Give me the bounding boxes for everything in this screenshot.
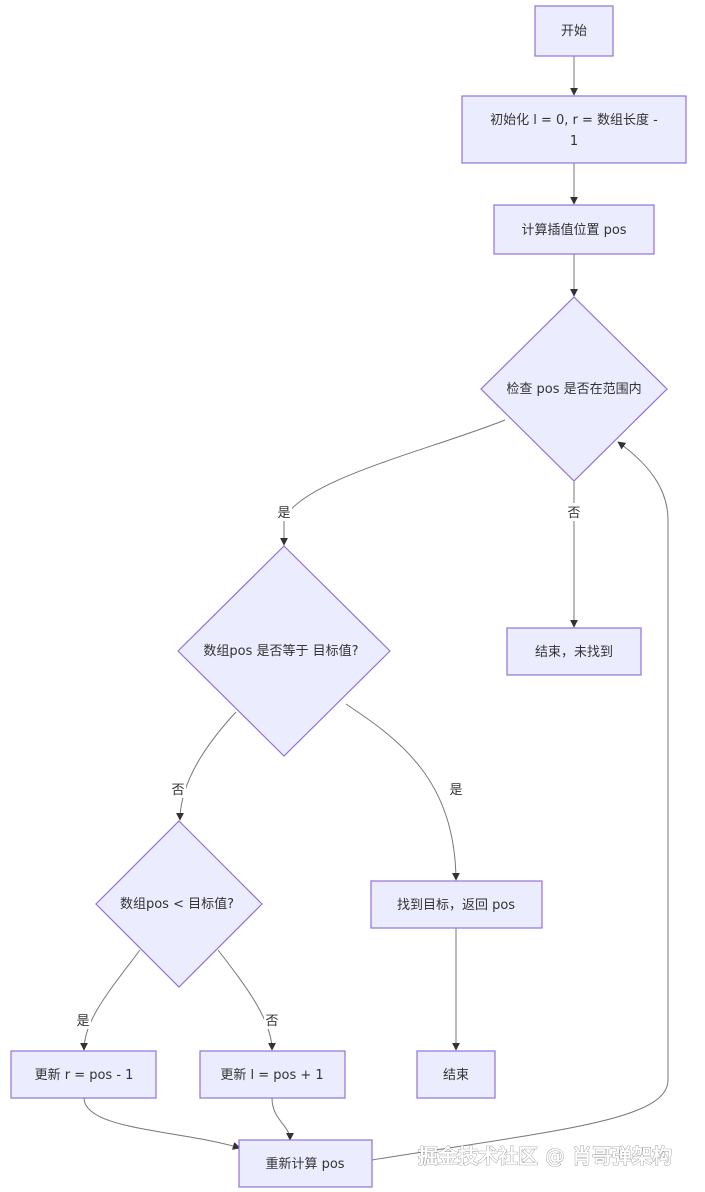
node-recalc-pos: 重新计算 pos xyxy=(238,1139,373,1188)
watermark-text: 掘金技术社区 @ 肖哥弹架构 xyxy=(418,1144,672,1168)
node-check-less: 数组pos < 目标值? xyxy=(95,820,263,988)
edge-label-less-no: 否 xyxy=(265,1014,278,1029)
node-init-label-line1: 初始化 l = 0, r = 数组长度 - xyxy=(490,112,658,128)
edge-equal-to-found xyxy=(345,703,460,881)
edge-label-less-yes: 是 xyxy=(76,1014,89,1029)
node-update-l-label: 更新 l = pos + 1 xyxy=(220,1067,323,1083)
node-check-equal: 数组pos 是否等于 目标值? xyxy=(177,545,391,757)
edge-label-equal-yes: 是 xyxy=(449,783,462,798)
edge-update-r-to-recalc xyxy=(83,1097,241,1150)
node-calc-pos: 计算插值位置 pos xyxy=(493,204,655,255)
node-check-range-label: 检查 pos 是否在范围内 xyxy=(506,381,641,397)
edge-update-l-to-recalc xyxy=(271,1097,294,1141)
nodes: 开始 初始化 l = 0, r = 数组长度 - 1 计算插值位置 pos 检查… xyxy=(10,5,687,1188)
edge-labels: 是 否 否 是 是 否 xyxy=(75,503,582,1029)
edge-less-to-update-r xyxy=(80,949,141,1051)
node-check-less-label: 数组pos < 目标值? xyxy=(120,896,234,912)
node-check-equal-label: 数组pos 是否等于 目标值? xyxy=(203,643,358,659)
node-start-label: 开始 xyxy=(561,24,587,39)
edge-check-to-equal xyxy=(280,419,506,546)
node-init: 初始化 l = 0, r = 数组长度 - 1 xyxy=(461,95,687,164)
node-found-label: 找到目标，返回 pos xyxy=(397,898,515,913)
node-update-r: 更新 r = pos - 1 xyxy=(10,1050,157,1099)
edges xyxy=(80,56,669,1161)
node-start: 开始 xyxy=(534,5,614,57)
node-check-range: 检查 pos 是否在范围内 xyxy=(480,296,668,482)
node-end-not-found-label: 结束，未找到 xyxy=(535,645,613,660)
node-init-label-line2: 1 xyxy=(570,134,578,149)
edge-equal-to-less xyxy=(176,711,237,821)
node-end-not-found: 结束，未找到 xyxy=(506,627,642,676)
node-end-label: 结束 xyxy=(443,1068,469,1083)
node-update-l: 更新 l = pos + 1 xyxy=(199,1050,346,1099)
edge-label-range-yes: 是 xyxy=(277,506,290,521)
edge-less-to-update-l xyxy=(217,949,276,1051)
edge-label-equal-no: 否 xyxy=(171,783,184,798)
edge-recalc-to-check xyxy=(371,441,669,1161)
edge-label-range-no: 否 xyxy=(567,506,580,521)
node-found: 找到目标，返回 pos xyxy=(370,880,543,929)
node-end: 结束 xyxy=(416,1050,496,1099)
node-calc-pos-label: 计算插值位置 pos xyxy=(521,222,626,238)
node-recalc-pos-label: 重新计算 pos xyxy=(265,1156,344,1172)
node-update-r-label: 更新 r = pos - 1 xyxy=(35,1067,134,1083)
